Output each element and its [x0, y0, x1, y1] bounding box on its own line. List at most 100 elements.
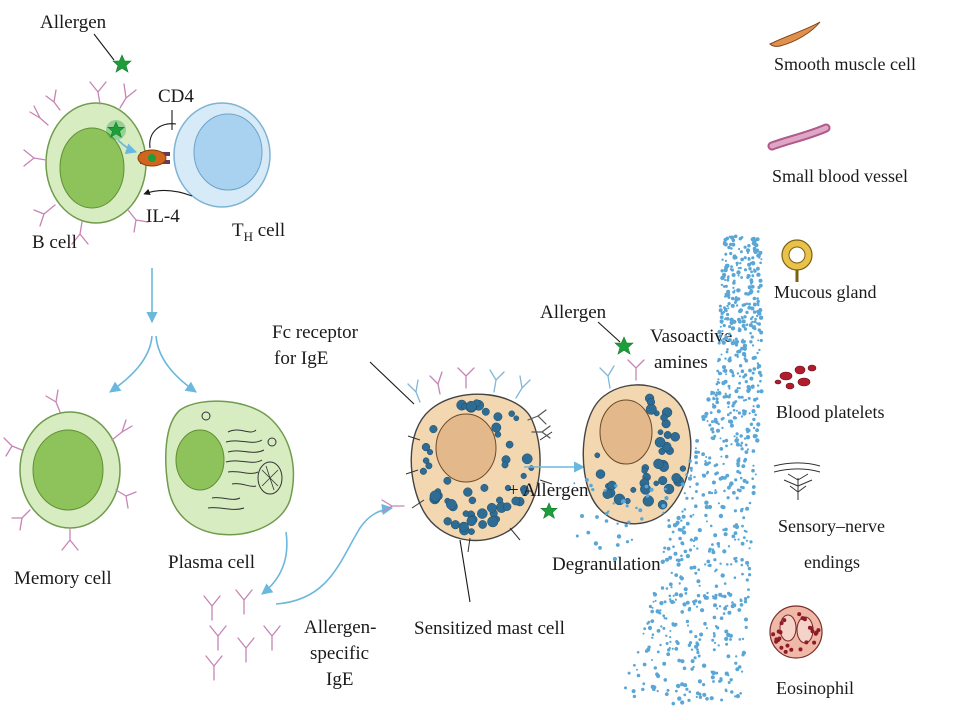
mediator-dot [746, 430, 749, 434]
mediator-dot [674, 689, 678, 693]
mediator-dot [669, 598, 672, 601]
mediator-dot [685, 600, 690, 605]
granule [422, 457, 430, 464]
mediator-dot [709, 524, 713, 528]
mediator-dot [741, 572, 744, 576]
granule [429, 425, 438, 434]
mediator-dot [739, 603, 744, 607]
mediator-dot [680, 557, 684, 562]
granule [511, 496, 521, 506]
mediator-dot [742, 343, 748, 348]
mediator-dot [689, 630, 693, 634]
mediator-dot [724, 636, 729, 642]
granule [520, 487, 530, 496]
mediator-dot [732, 408, 736, 412]
mediator-dot [661, 559, 665, 563]
mediator-dot [745, 302, 749, 306]
mediator-dot [676, 562, 681, 567]
memory-cell [3, 389, 137, 551]
mediator-dot [750, 284, 755, 289]
mediator-dot [720, 353, 723, 356]
mediator-dot [697, 568, 700, 571]
mediator-dot [642, 682, 646, 686]
mediator-dot [724, 438, 729, 443]
mediator-dot [662, 511, 665, 514]
mediator-dot [731, 238, 736, 243]
mediator-dot [652, 600, 655, 603]
mediator-dot [757, 285, 761, 290]
mediator-dot [745, 539, 749, 542]
mediator-dot [665, 642, 669, 645]
mediator-dot [575, 534, 579, 538]
mediator-dot [759, 261, 762, 265]
mediator-dot [736, 355, 739, 358]
legend-label-nerve-2: endings [804, 552, 860, 572]
mediator-dot [747, 262, 752, 267]
allergen-right-leader [597, 321, 621, 343]
mediator-dot [717, 378, 720, 381]
legend-label-eosinophil: Eosinophil [776, 678, 854, 698]
mediator-dot [669, 630, 672, 632]
mediator-dot [724, 357, 727, 360]
mediator-dot [756, 322, 759, 325]
mediator-dot [729, 423, 734, 428]
il4-label: IL-4 [146, 206, 180, 227]
mediator-dot [744, 625, 748, 630]
mediator-dot [756, 273, 760, 277]
mediator-dot [712, 396, 715, 399]
mediator-dot [755, 237, 760, 242]
mediator-dot [698, 695, 703, 699]
mediator-dot [745, 248, 751, 253]
mediator-dot [753, 355, 757, 360]
mediator-dot [693, 475, 696, 479]
mediator-dot [680, 659, 685, 664]
sensory-nerve-endings-icon [773, 462, 821, 500]
mediator-dot [745, 435, 751, 440]
mediator-dot [656, 629, 661, 633]
mediator-dot [730, 563, 733, 566]
mediator-dot [754, 473, 757, 476]
mediator-dot [614, 484, 618, 488]
mediator-dot [705, 472, 709, 475]
mediator-dot [737, 665, 742, 669]
granule [465, 400, 477, 412]
mediator-dot [663, 546, 667, 550]
mediator-dot [685, 473, 688, 476]
eosinophil-granule [797, 612, 802, 617]
mediator-dot [708, 563, 712, 568]
mediator-dot [595, 515, 599, 519]
mediator-dot [664, 496, 669, 501]
mediator-dot [723, 368, 728, 373]
mediator-dot [679, 575, 682, 578]
mediator-dot [677, 696, 682, 701]
mediator-dot [717, 391, 722, 396]
mediator-dot [687, 643, 692, 647]
granule [446, 499, 457, 510]
blood-platelets-icon [774, 364, 817, 390]
mediator-dot [731, 242, 736, 247]
mediator-dot [685, 496, 689, 500]
mediator-dot [635, 506, 638, 510]
mediator-dot [697, 600, 702, 604]
mediator-dot [735, 304, 739, 307]
mediator-dot [674, 647, 679, 651]
mediator-dot [756, 290, 760, 293]
mediator-dot [715, 400, 719, 405]
mediator-dot [665, 617, 668, 620]
mediator-dot [656, 650, 660, 654]
mediator-dot [721, 426, 724, 430]
granule [504, 484, 512, 492]
mediator-dot [694, 447, 697, 450]
mediator-dot [653, 666, 657, 670]
mediator-dot [735, 436, 738, 439]
mediator-dot [752, 449, 755, 452]
mediator-dot [724, 278, 727, 282]
mediator-dot [748, 501, 752, 505]
mediator-dot [702, 683, 706, 687]
mediator-dot [730, 690, 734, 694]
eosinophil-granule [812, 640, 817, 645]
mediator-dot [688, 690, 692, 694]
mediator-dot [631, 689, 636, 694]
mediator-dot [714, 625, 718, 628]
mediator-dot [649, 487, 654, 492]
